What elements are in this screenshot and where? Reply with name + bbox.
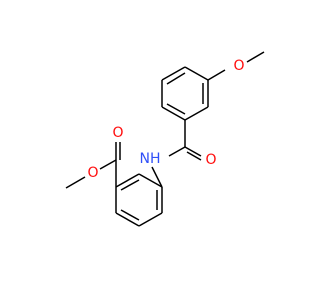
methoxy-group-top: O: [207, 51, 265, 81]
bond: [186, 151, 202, 161]
bond: [184, 66, 209, 81]
bond: [138, 173, 163, 188]
atom-label-oxygen: O: [112, 125, 123, 141]
bond: [115, 212, 140, 227]
bond: [65, 176, 86, 189]
bond: [99, 159, 117, 170]
bond: [138, 212, 163, 227]
amide-group: O NH: [140, 120, 217, 188]
aromatic-inner-bond: [120, 209, 140, 221]
aromatic-inner-bond: [166, 103, 186, 115]
molecule-canvas: O O NH O: [65, 51, 265, 227]
aromatic-inner-bond: [166, 72, 186, 85]
bond: [207, 69, 226, 81]
methyl-ester-group: O O: [65, 125, 124, 189]
bond: [184, 106, 209, 121]
atom-label-oxygen: O: [205, 152, 216, 168]
atom-label-oxygen: O: [233, 58, 244, 74]
molecule-structure: O O NH O: [65, 51, 265, 227]
bond: [168, 146, 186, 157]
bond: [151, 166, 163, 188]
atom-label-oxygen: O: [87, 165, 98, 181]
bond: [161, 66, 186, 81]
bond: [115, 173, 140, 188]
bond: [246, 51, 265, 63]
bond: [184, 146, 202, 157]
methoxyphenyl-ring: [161, 66, 209, 121]
benzoate-ring: [115, 173, 163, 227]
bond: [161, 106, 186, 121]
atom-label-nitrogen: NH: [140, 151, 161, 167]
aromatic-inner-bond: [120, 179, 140, 191]
